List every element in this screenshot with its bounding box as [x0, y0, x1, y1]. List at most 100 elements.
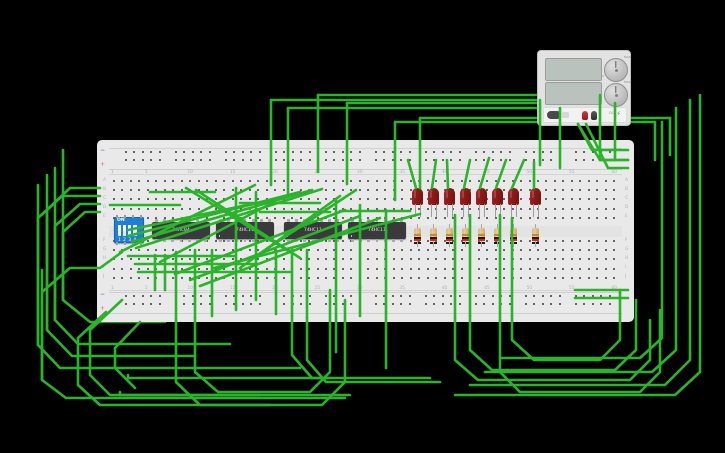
rail-hole[interactable]	[183, 295, 186, 297]
voltage-knob[interactable]	[604, 58, 628, 82]
grid-hole[interactable]	[570, 240, 573, 242]
grid-hole[interactable]	[562, 198, 565, 201]
rail-hole[interactable]	[300, 159, 303, 161]
grid-hole[interactable]	[579, 258, 582, 261]
grid-hole[interactable]	[325, 180, 327, 182]
rail-hole[interactable]	[433, 159, 436, 161]
grid-hole[interactable]	[520, 198, 523, 201]
grid-hole[interactable]	[528, 258, 531, 261]
rail-hole[interactable]	[541, 159, 544, 161]
grid-hole[interactable]	[604, 198, 607, 201]
grid-hole[interactable]	[113, 276, 115, 279]
grid-hole[interactable]	[206, 198, 209, 201]
grid-hole[interactable]	[494, 276, 497, 279]
rail-hole[interactable]	[475, 151, 477, 153]
led-4[interactable]	[460, 188, 472, 218]
rail-hole[interactable]	[550, 295, 553, 297]
grid-hole[interactable]	[562, 180, 565, 182]
rail-hole[interactable]	[300, 303, 303, 305]
grid-hole[interactable]	[579, 198, 582, 201]
grid-hole[interactable]	[503, 267, 506, 270]
rail-hole[interactable]	[341, 151, 344, 153]
grid-hole[interactable]	[138, 189, 141, 192]
led-1[interactable]	[412, 188, 424, 218]
grid-hole[interactable]	[333, 267, 336, 270]
grid-hole[interactable]	[443, 249, 446, 252]
rail-hole[interactable]	[333, 159, 336, 161]
grid-hole[interactable]	[257, 189, 260, 192]
grid-hole[interactable]	[562, 267, 565, 270]
grid-hole[interactable]	[240, 276, 243, 279]
grid-hole[interactable]	[579, 180, 582, 182]
grid-hole[interactable]	[486, 276, 489, 279]
rail-hole[interactable]	[591, 303, 594, 305]
rail-hole[interactable]	[400, 295, 403, 297]
rail-hole[interactable]	[375, 151, 377, 153]
rail-hole[interactable]	[200, 151, 203, 153]
grid-hole[interactable]	[129, 249, 132, 252]
rail-hole[interactable]	[150, 303, 153, 305]
grid-hole[interactable]	[460, 258, 463, 261]
grid-hole[interactable]	[604, 180, 607, 182]
grid-hole[interactable]	[528, 207, 531, 210]
grid-hole[interactable]	[460, 207, 463, 210]
grid-hole[interactable]	[206, 189, 209, 192]
grid-hole[interactable]	[231, 240, 234, 242]
rail-hole[interactable]	[141, 159, 144, 161]
grid-hole[interactable]	[367, 276, 370, 279]
grid-hole[interactable]	[308, 180, 311, 182]
rail-hole[interactable]	[333, 151, 336, 153]
rail-hole[interactable]	[291, 159, 294, 161]
grid-hole[interactable]	[477, 180, 480, 182]
grid-hole[interactable]	[206, 276, 209, 279]
rail-hole[interactable]	[383, 159, 386, 161]
grid-hole[interactable]	[613, 267, 616, 270]
grid-hole[interactable]	[308, 198, 311, 201]
rail-hole[interactable]	[541, 295, 544, 297]
rail-hole[interactable]	[383, 151, 386, 153]
grid-hole[interactable]	[325, 258, 327, 261]
rail-hole[interactable]	[525, 303, 527, 305]
grid-hole[interactable]	[308, 240, 311, 242]
grid-hole[interactable]	[121, 276, 124, 279]
grid-hole[interactable]	[129, 198, 132, 201]
grid-hole[interactable]	[350, 189, 353, 192]
rail-hole[interactable]	[491, 295, 494, 297]
rail-hole[interactable]	[308, 303, 311, 305]
grid-hole[interactable]	[570, 249, 573, 252]
grid-hole[interactable]	[291, 207, 294, 210]
grid-hole[interactable]	[129, 267, 132, 270]
grid-hole[interactable]	[138, 180, 141, 182]
rail-hole[interactable]	[575, 159, 577, 161]
grid-hole[interactable]	[537, 258, 539, 261]
grid-hole[interactable]	[570, 276, 573, 279]
led-6[interactable]	[492, 188, 504, 218]
grid-hole[interactable]	[189, 180, 192, 182]
rail-hole[interactable]	[375, 295, 377, 297]
grid-hole[interactable]	[418, 258, 421, 261]
grid-hole[interactable]	[274, 216, 277, 219]
grid-hole[interactable]	[291, 216, 294, 219]
grid-hole[interactable]	[486, 240, 489, 242]
grid-hole[interactable]	[460, 276, 463, 279]
grid-hole[interactable]	[146, 207, 149, 210]
grid-hole[interactable]	[426, 216, 429, 219]
rail-hole[interactable]	[500, 159, 503, 161]
grid-hole[interactable]	[528, 276, 531, 279]
grid-hole[interactable]	[265, 276, 268, 279]
grid-hole[interactable]	[587, 240, 590, 242]
grid-hole[interactable]	[163, 180, 166, 182]
grid-hole[interactable]	[375, 267, 378, 270]
grid-hole[interactable]	[596, 240, 599, 242]
grid-hole[interactable]	[240, 207, 243, 210]
grid-hole[interactable]	[341, 258, 344, 261]
rail-hole[interactable]	[125, 159, 127, 161]
grid-hole[interactable]	[146, 240, 149, 242]
rail-hole[interactable]	[175, 159, 177, 161]
grid-hole[interactable]	[257, 249, 260, 252]
grid-hole[interactable]	[409, 216, 412, 219]
rail-hole[interactable]	[141, 295, 144, 297]
grid-hole[interactable]	[138, 198, 141, 201]
grid-hole[interactable]	[214, 189, 217, 192]
rail-hole[interactable]	[300, 295, 303, 297]
